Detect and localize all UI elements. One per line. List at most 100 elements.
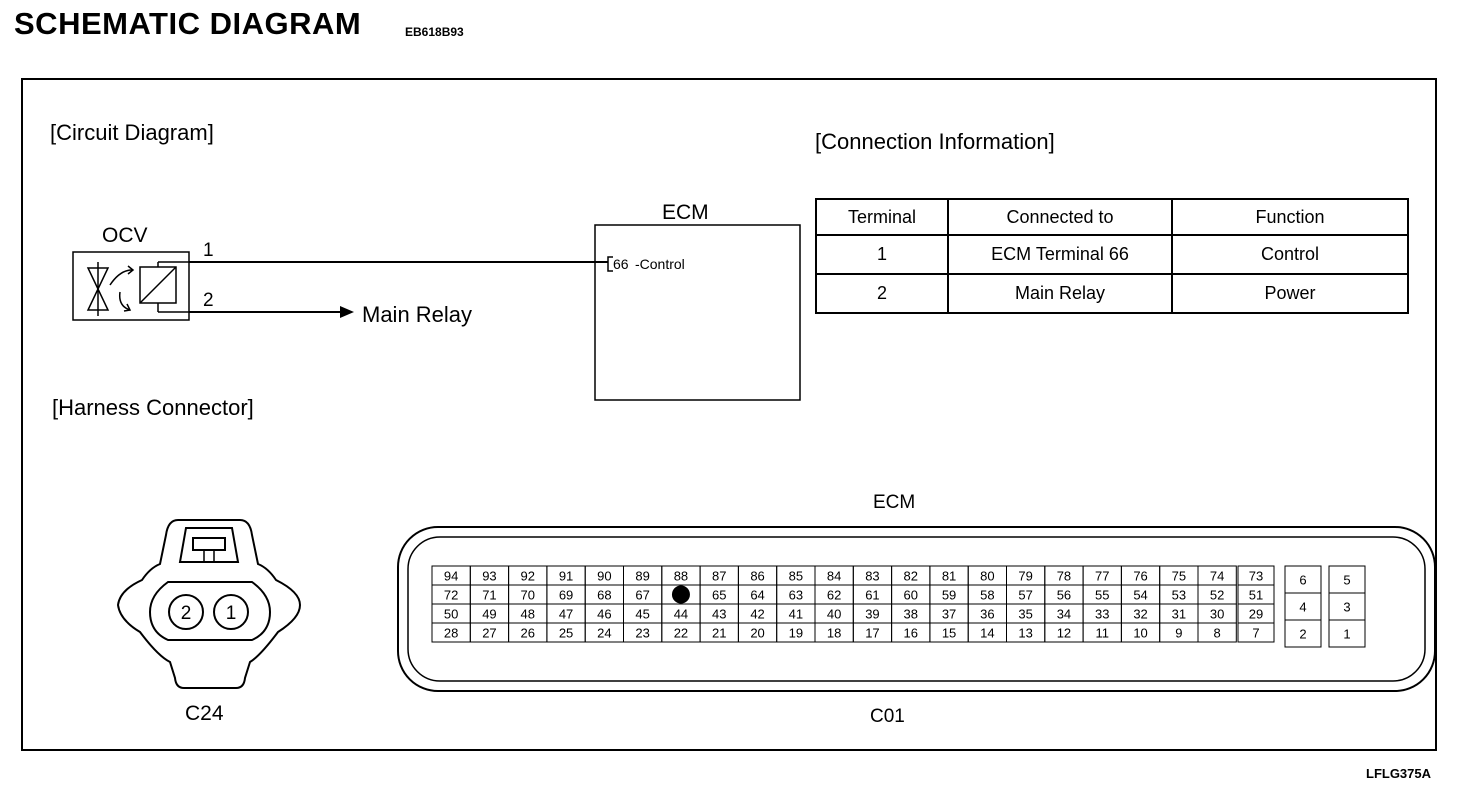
pin-number: 7 bbox=[1252, 626, 1259, 641]
pin-number: 26 bbox=[521, 626, 535, 641]
pin-number: 61 bbox=[865, 588, 879, 603]
pin-number: 49 bbox=[482, 607, 496, 622]
pin-1-label: 1 bbox=[203, 240, 214, 261]
pin-number: 15 bbox=[942, 626, 956, 641]
pin-number: 37 bbox=[942, 607, 956, 622]
pin-number: 32 bbox=[1133, 607, 1147, 622]
cell-function: Power bbox=[1171, 273, 1409, 314]
pin-number: 42 bbox=[750, 607, 764, 622]
pin-number: 5 bbox=[1343, 573, 1350, 588]
pin-number: 48 bbox=[521, 607, 535, 622]
pin-number: 56 bbox=[1057, 588, 1071, 603]
pin-number: 58 bbox=[980, 588, 994, 603]
ecm-box bbox=[594, 224, 801, 401]
pin-number: 77 bbox=[1095, 569, 1109, 584]
pin-number: 35 bbox=[1018, 607, 1032, 622]
pin-number: 79 bbox=[1018, 569, 1032, 584]
pin-number: 45 bbox=[635, 607, 649, 622]
pin-cell bbox=[1328, 619, 1366, 648]
pin-number: 92 bbox=[521, 569, 535, 584]
pin-number: 50 bbox=[444, 607, 458, 622]
main-relay-label: Main Relay bbox=[362, 302, 472, 327]
pin-number: 22 bbox=[674, 626, 688, 641]
pin-number: 17 bbox=[865, 626, 879, 641]
cell-terminal: 2 bbox=[815, 273, 949, 314]
column-header-terminal: Terminal bbox=[815, 198, 949, 236]
pin-number: 30 bbox=[1210, 607, 1224, 622]
pin-cell bbox=[1237, 622, 1275, 643]
c24-pin-1-label: 1 bbox=[226, 603, 237, 624]
pin-number: 39 bbox=[865, 607, 879, 622]
pin-number: 2 bbox=[1299, 627, 1306, 642]
pin-number: 10 bbox=[1133, 626, 1147, 641]
pin-number: 87 bbox=[712, 569, 726, 584]
c24-pin-2-label: 2 bbox=[181, 603, 192, 624]
pin-number: 78 bbox=[1057, 569, 1071, 584]
pin-number: 9 bbox=[1175, 626, 1182, 641]
c24-pin-1 bbox=[213, 594, 249, 630]
pin-number: 38 bbox=[904, 607, 918, 622]
pin-number: 64 bbox=[750, 588, 764, 603]
pin-number: 4 bbox=[1299, 600, 1306, 615]
pin-cell bbox=[1284, 619, 1322, 648]
column-header-function: Function bbox=[1171, 198, 1409, 236]
pin-number: 89 bbox=[635, 569, 649, 584]
pin-number: 60 bbox=[904, 588, 918, 603]
pin-number: 76 bbox=[1133, 569, 1147, 584]
pin-number: 55 bbox=[1095, 588, 1109, 603]
pin-number: 11 bbox=[1096, 626, 1110, 641]
pin-number: 6 bbox=[1299, 573, 1306, 588]
cell-function: Control bbox=[1171, 234, 1409, 275]
cell-connected-to: Main Relay bbox=[947, 273, 1173, 314]
pin-number: 90 bbox=[597, 569, 611, 584]
pin-2-label: 2 bbox=[203, 290, 214, 311]
pin-number: 52 bbox=[1210, 588, 1224, 603]
pin-number: 62 bbox=[827, 588, 841, 603]
pin-number: 18 bbox=[827, 626, 841, 641]
pin-number: 88 bbox=[674, 569, 688, 584]
c01-inner-shell bbox=[407, 536, 1426, 682]
ecm-box-title: ECM bbox=[662, 201, 709, 224]
table-header-row: Terminal Connected to Function bbox=[815, 198, 1409, 236]
pin-number: 1 bbox=[1343, 627, 1350, 642]
figure-reference: LFLG375A bbox=[1366, 766, 1432, 781]
pin-number: 82 bbox=[904, 569, 918, 584]
cell-connected-to: ECM Terminal 66 bbox=[947, 234, 1173, 275]
pin-number: 36 bbox=[980, 607, 994, 622]
c24-lock-tab bbox=[178, 527, 240, 563]
arrow-right-icon bbox=[340, 306, 354, 318]
pin-number: 94 bbox=[444, 569, 458, 584]
ecm-pin-bracket bbox=[607, 256, 613, 272]
pin-number: 28 bbox=[444, 626, 458, 641]
column-header-connected-to: Connected to bbox=[947, 198, 1173, 236]
pin-number: 57 bbox=[1018, 588, 1032, 603]
pin-number: 85 bbox=[789, 569, 803, 584]
c24-pin-2 bbox=[168, 594, 204, 630]
ecm-terminal-number: 66 bbox=[613, 256, 629, 272]
pin-number: 63 bbox=[789, 588, 803, 603]
pin-number: 73 bbox=[1249, 569, 1263, 584]
pin-number: 84 bbox=[827, 569, 841, 584]
pin-number: 40 bbox=[827, 607, 841, 622]
c24-label: C24 bbox=[185, 702, 224, 725]
pin-number: 51 bbox=[1249, 588, 1263, 603]
pin-number: 69 bbox=[559, 588, 573, 603]
c24-latch bbox=[192, 537, 226, 551]
pin-number: 67 bbox=[635, 588, 649, 603]
pin-number: 13 bbox=[1018, 626, 1032, 641]
pin-number: 33 bbox=[1095, 607, 1109, 622]
pin-number: 12 bbox=[1057, 626, 1071, 641]
pin-number: 93 bbox=[482, 569, 496, 584]
pin-number: 80 bbox=[980, 569, 994, 584]
pin-number: 20 bbox=[750, 626, 764, 641]
pin-number: 41 bbox=[789, 607, 803, 622]
pin-number: 43 bbox=[712, 607, 726, 622]
pin-number: 14 bbox=[980, 626, 994, 641]
ecm-connector-title: ECM bbox=[873, 492, 915, 513]
pin-number: 65 bbox=[712, 588, 726, 603]
document-code: EB618B93 bbox=[405, 25, 464, 39]
ocv-box bbox=[72, 251, 190, 321]
pin-number: 24 bbox=[597, 626, 611, 641]
pin-number: 75 bbox=[1172, 569, 1186, 584]
